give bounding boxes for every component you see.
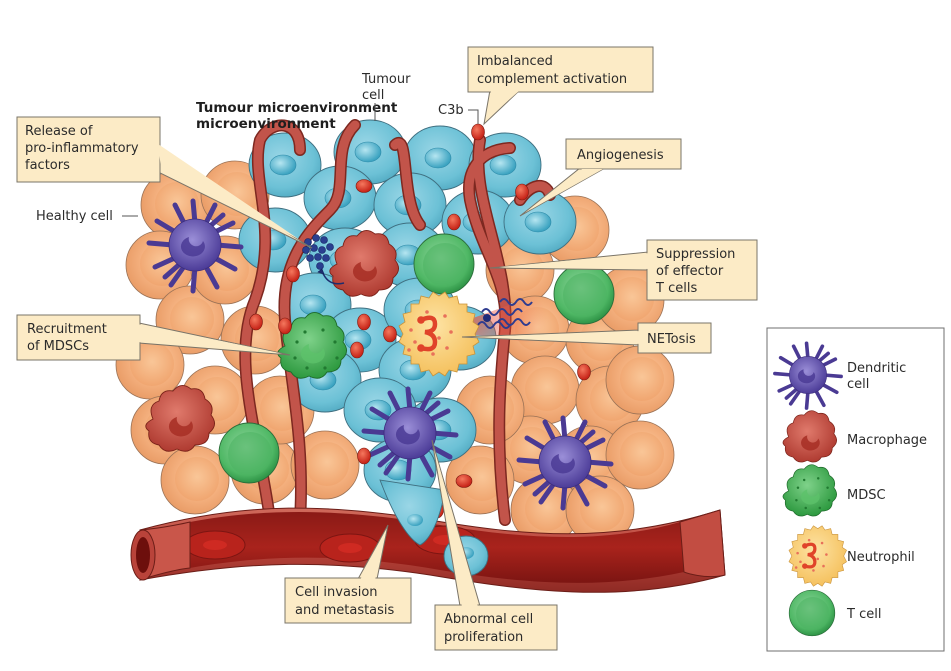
svg-text:and metastasis: and metastasis [295,603,395,618]
neutrophil-icon [787,524,849,588]
svg-text:pro-inflammatory: pro-inflammatory [25,141,139,156]
pro-inflammatory-factors [302,234,345,285]
callout-invasion: Cell invasion and metastasis [284,524,412,624]
svg-text:Tumour: Tumour [361,72,411,87]
svg-text:proliferation: proliferation [444,630,523,645]
legend-item-mdsc: MDSC [782,464,886,517]
svg-text:Release of: Release of [25,124,93,139]
title-label: Tumour microenvironment microenvironment [196,100,398,132]
c3b-label: C3b [438,103,479,124]
svg-text:NETosis: NETosis [647,332,696,347]
svg-text:Abnormal cell: Abnormal cell [444,612,533,627]
svg-text:Recruitment: Recruitment [27,322,107,337]
svg-text:Dendritic: Dendritic [847,361,906,376]
t-cell [218,422,280,484]
legend-item-t-cell: T cell [788,589,881,637]
healthy-cell-label: Healthy cell [36,209,138,224]
svg-text:MDSC: MDSC [847,488,886,503]
callout-netosis: NETosis [461,322,712,354]
svg-text:Cell invasion: Cell invasion [295,585,378,600]
svg-text:Angiogenesis: Angiogenesis [577,148,664,163]
legend: Dendritic cell Macrophage MDSC Neutrophi… [766,327,945,652]
svg-text:Macrophage: Macrophage [847,433,927,448]
page-title: Tumour microenvironment [196,100,398,116]
callout-angiogenesis: Angiogenesis [519,138,682,217]
t-cell [413,233,475,295]
callout-suppression: Suppression of effector T cells [489,239,758,301]
svg-text:T cell: T cell [846,607,881,622]
t-cell [553,263,615,325]
callout-mdsc-recruitment: Recruitment of MDSCs [16,314,291,361]
tumour-cell-label: Tumour cell [361,72,411,121]
svg-text:Healthy cell: Healthy cell [36,209,113,224]
legend-item-macrophage: Macrophage [782,410,927,463]
svg-text:cell: cell [847,377,869,392]
legend-item-neutrophil: Neutrophil [787,524,915,588]
neutrophil [399,292,479,376]
callout-pro-inflammatory: Release of pro-inflammatory factors [16,116,313,249]
title-line2: microenvironment [196,116,336,132]
svg-text:cell: cell [362,88,384,103]
callout-proliferation: Abnormal cell proliferation [431,439,558,651]
svg-text:factors: factors [25,158,70,173]
legend-item-dendritic: Dendritic cell [773,341,906,410]
svg-text:Suppression: Suppression [656,247,735,262]
svg-text:of effector: of effector [656,264,724,279]
svg-text:Imbalanced: Imbalanced [477,54,553,69]
svg-text:Neutrophil: Neutrophil [847,550,915,565]
callout-complement: Imbalanced complement activation [467,46,654,126]
svg-text:C3b: C3b [438,103,464,118]
svg-text:T cells: T cells [655,281,697,296]
capillaries [239,119,556,526]
svg-text:complement activation: complement activation [477,72,627,87]
t-cell-icon [788,589,836,637]
svg-text:of MDSCs: of MDSCs [27,339,89,354]
